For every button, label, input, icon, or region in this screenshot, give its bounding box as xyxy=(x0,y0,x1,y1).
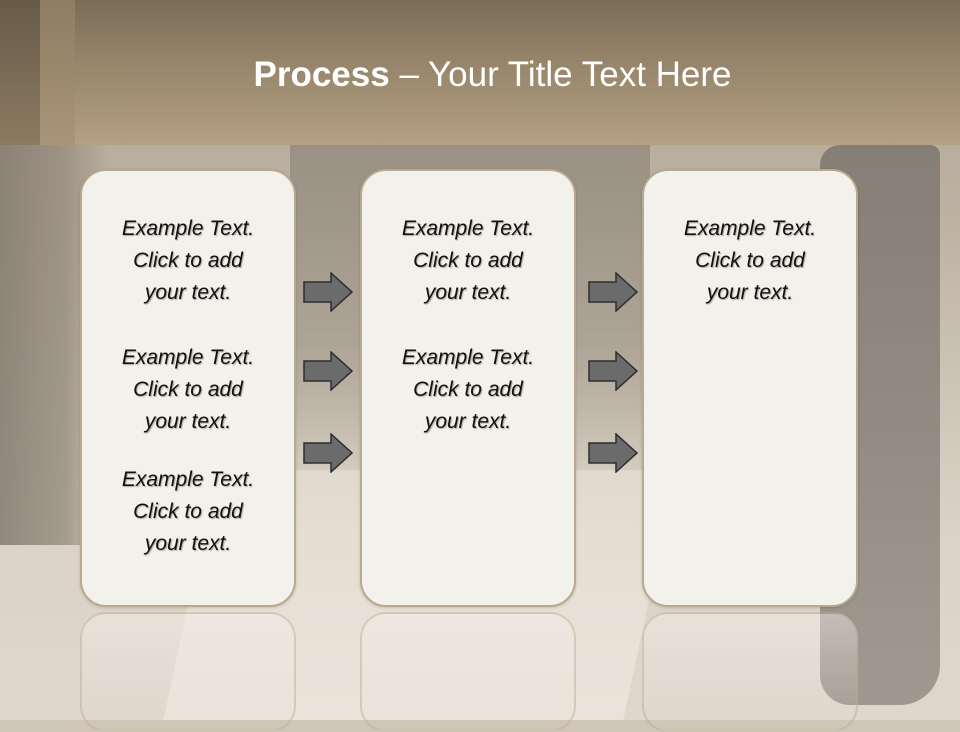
text-placeholder[interactable]: Example Text. Click to add your text. xyxy=(644,213,856,309)
text-line: Example Text. xyxy=(401,346,535,369)
text-line: Example Text. xyxy=(121,217,255,240)
text-placeholder[interactable]: Example Text. Click to add your text. xyxy=(82,342,294,438)
slide-title-rest: – Your Title Text Here xyxy=(389,55,732,94)
right-arrow-icon xyxy=(588,272,638,312)
text-line: Click to add xyxy=(413,249,523,272)
text-line: Example Text. xyxy=(683,217,817,240)
box-reflection xyxy=(360,612,576,732)
text-line: Example Text. xyxy=(401,217,535,240)
text-placeholder[interactable]: Example Text. Click to add your text. xyxy=(82,213,294,309)
slide-title-bold: Process xyxy=(253,55,390,94)
text-line: Example Text. xyxy=(121,346,255,369)
right-arrow-icon xyxy=(303,272,353,312)
process-box-1[interactable]: Example Text. Click to add your text. Ex… xyxy=(80,169,296,607)
box-reflection xyxy=(642,612,858,732)
text-placeholder[interactable]: Example Text. Click to add your text. xyxy=(362,342,574,438)
process-box-2[interactable]: Example Text. Click to add your text. Ex… xyxy=(360,169,576,607)
text-line: your text. xyxy=(424,281,512,304)
text-line: Click to add xyxy=(133,500,243,523)
process-box-3[interactable]: Example Text. Click to add your text. xyxy=(642,169,858,607)
slide-title[interactable]: Process – Your Title Text Here xyxy=(75,52,910,98)
text-placeholder[interactable]: Example Text. Click to add your text. xyxy=(362,213,574,309)
right-arrow-icon xyxy=(303,351,353,391)
text-line: Click to add xyxy=(413,378,523,401)
text-line: your text. xyxy=(424,410,512,433)
text-line: Click to add xyxy=(133,249,243,272)
right-arrow-icon xyxy=(588,351,638,391)
text-line: Click to add xyxy=(695,249,805,272)
text-line: your text. xyxy=(144,532,232,555)
text-line: Example Text. xyxy=(121,468,255,491)
text-line: your text. xyxy=(144,410,232,433)
text-placeholder[interactable]: Example Text. Click to add your text. xyxy=(82,464,294,560)
box-reflection xyxy=(80,612,296,732)
right-arrow-icon xyxy=(303,433,353,473)
text-line: your text. xyxy=(144,281,232,304)
title-band-strip xyxy=(40,0,75,145)
right-arrow-icon xyxy=(588,433,638,473)
title-band-strip xyxy=(0,0,40,145)
text-line: your text. xyxy=(706,281,794,304)
text-line: Click to add xyxy=(133,378,243,401)
title-band: Process – Your Title Text Here xyxy=(0,0,960,145)
